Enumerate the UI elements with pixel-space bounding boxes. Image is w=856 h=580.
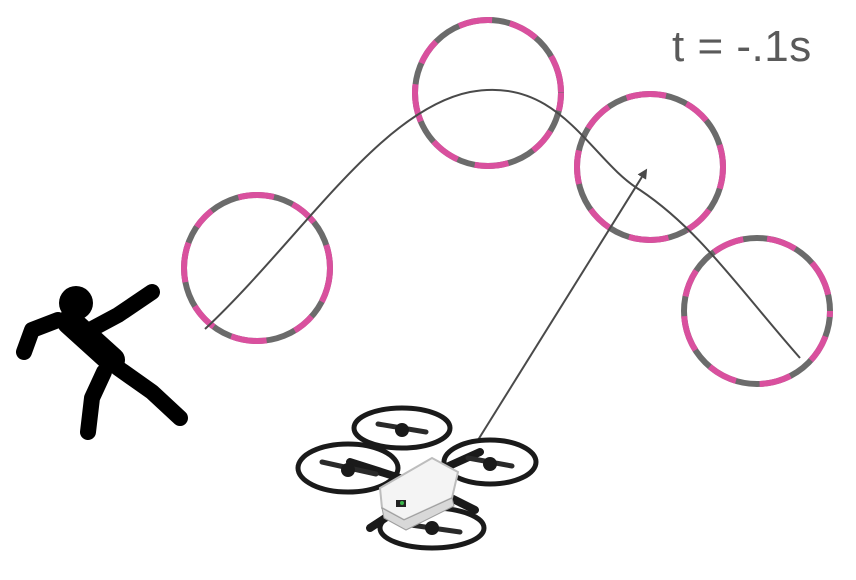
hoop-3 (574, 91, 726, 243)
thrower-figure-icon (16, 284, 188, 440)
time-label: t = -.1s (672, 22, 812, 71)
drone-path-arrow (477, 168, 648, 441)
hoop-1 (181, 192, 333, 344)
drone-icon (295, 405, 539, 551)
hoop-2 (412, 17, 564, 169)
trajectory-curve (204, 88, 801, 359)
hoop-4 (681, 235, 833, 387)
